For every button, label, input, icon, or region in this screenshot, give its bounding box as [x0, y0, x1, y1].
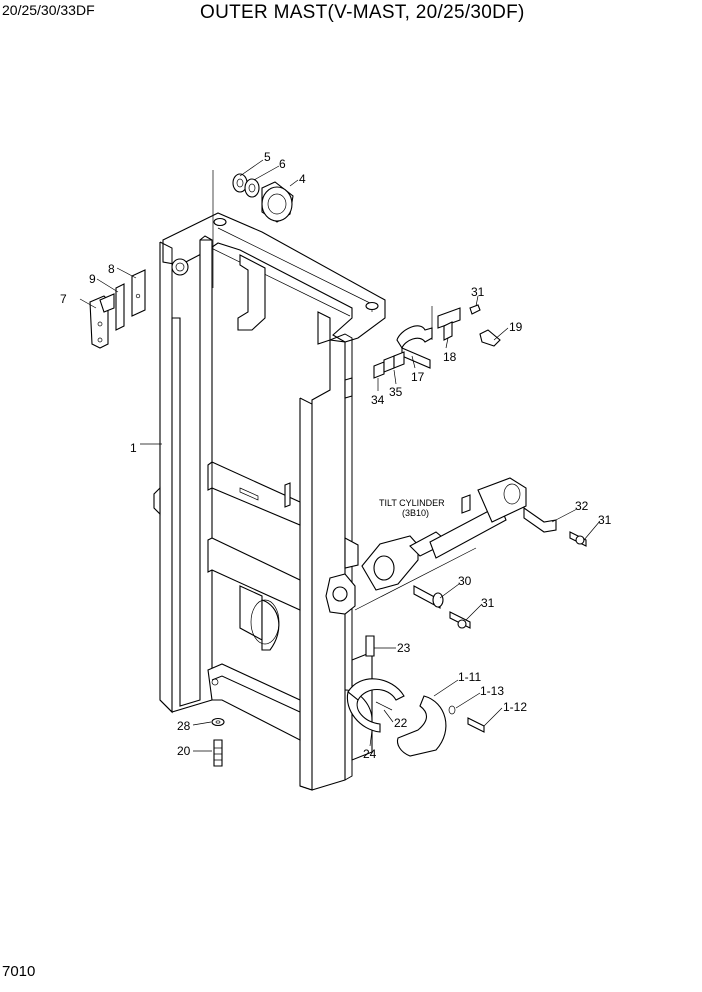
part-label: 20 — [177, 744, 191, 758]
leader-lines — [79, 159, 601, 752]
part-label: 17 — [411, 370, 425, 384]
clamp-parts — [373, 304, 501, 379]
bearing-assembly — [171, 170, 294, 288]
model-code: 20/25/30/33DF — [2, 2, 95, 18]
part-label: 1-13 — [480, 684, 504, 698]
part-label: 31 — [598, 513, 612, 527]
part-label: 9 — [89, 272, 96, 286]
part-label: 34 — [371, 393, 385, 407]
part-label: 24 — [363, 747, 377, 761]
part-label: 35 — [389, 385, 403, 399]
part-labels: 5 6 4 7 8 9 1 31 19 18 17 34 35 TILT CYL… — [60, 150, 612, 761]
page-title: OUTER MAST(V-MAST, 20/25/30DF) — [200, 2, 525, 23]
tilt-cylinder-callout: TILT CYLINDER — [379, 498, 445, 508]
part-label: 1 — [130, 441, 137, 455]
part-label: 4 — [299, 172, 306, 186]
bottom-parts — [211, 635, 485, 767]
part-label: 22 — [394, 716, 408, 730]
part-label: 5 — [264, 150, 271, 164]
pins-bolts — [413, 531, 587, 629]
part-label: 32 — [575, 499, 589, 513]
outer-mast-frame — [153, 212, 386, 791]
part-label: 1-12 — [503, 700, 527, 714]
part-label: 7 — [60, 292, 67, 306]
part-label: 30 — [458, 574, 472, 588]
part-label: 28 — [177, 719, 191, 733]
tilt-cylinder — [354, 477, 557, 611]
tilt-cylinder-ref-callout: (3B10) — [402, 508, 429, 518]
part-label: 31 — [471, 285, 485, 299]
side-bracket-parts — [89, 269, 146, 349]
part-label: 8 — [108, 262, 115, 276]
part-label: 19 — [509, 320, 523, 334]
part-label: 6 — [279, 157, 286, 171]
part-label: 31 — [481, 596, 495, 610]
part-label: 1-11 — [458, 670, 481, 684]
part-label: 18 — [443, 350, 457, 364]
page-number: 7010 — [2, 963, 36, 980]
part-label: 23 — [397, 641, 411, 655]
